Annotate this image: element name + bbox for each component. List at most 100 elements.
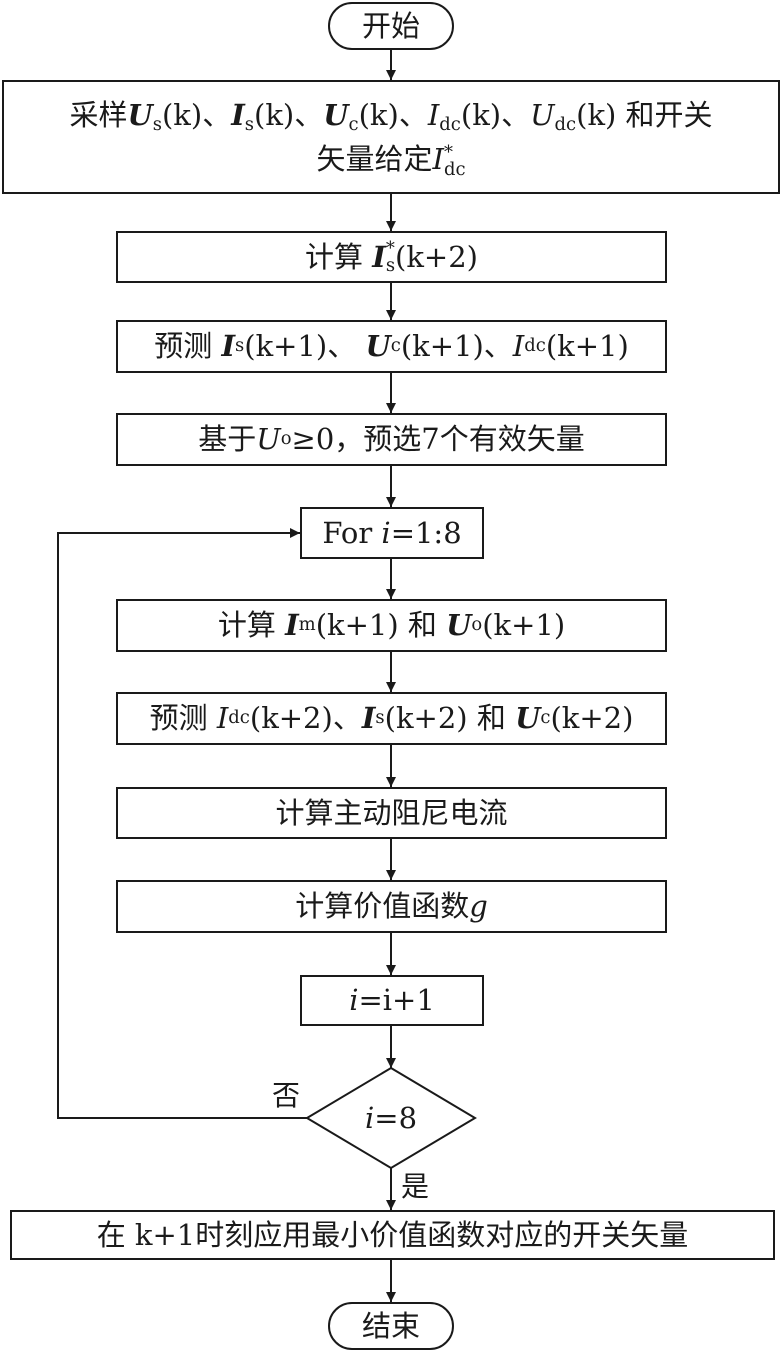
supsub-dc-star: *dc xyxy=(443,142,466,181)
supsub-s-star: *s xyxy=(385,237,395,274)
and-word: 和 xyxy=(407,608,437,643)
arg-k: (k) xyxy=(254,97,295,132)
predict-word: 预测 xyxy=(154,329,213,364)
separator: 、 xyxy=(483,329,513,364)
for-prefix: For xyxy=(322,515,373,550)
decision-diamond xyxy=(305,1066,477,1170)
no-label: 否 xyxy=(272,1079,301,1112)
apply-vector-step: 在 k+1时刻应用最小价值函数对应的开关矢量 xyxy=(10,1210,775,1260)
arg-k-plus-1: (k+1) xyxy=(482,608,566,643)
arg-k: (k) xyxy=(460,97,502,132)
sub-o: o xyxy=(471,614,483,636)
sub-dc: dc xyxy=(554,113,577,135)
var-Im: I xyxy=(285,608,299,643)
var-Is: I xyxy=(221,329,236,364)
separator: 、 xyxy=(294,97,324,132)
preselect-prefix: 基于 xyxy=(198,422,257,457)
decision-expr: =8 xyxy=(374,1101,418,1135)
sub-c: c xyxy=(540,707,551,729)
sub-dc: dc xyxy=(439,113,461,135)
no-branch-label: 否 xyxy=(272,1074,300,1114)
apply-label: 在 k+1时刻应用最小价值函数对应的开关矢量 xyxy=(96,1217,689,1252)
increment-expr: =i+1 xyxy=(358,983,435,1018)
sub-s: s xyxy=(152,113,162,135)
sample-prefix: 采样 xyxy=(69,97,128,132)
sup-star: * xyxy=(443,142,453,164)
var-Uo: U xyxy=(256,422,281,457)
sample-line2: 矢量给定 xyxy=(316,142,433,177)
sub-s: s xyxy=(235,335,245,357)
var-Uc: U xyxy=(515,701,541,736)
sup-star: * xyxy=(385,237,395,259)
separator: 、 xyxy=(332,701,362,736)
sub-dc: dc xyxy=(524,335,546,357)
arg-k-plus-1: (k+1) xyxy=(400,329,484,364)
for-range: =1:8 xyxy=(390,515,462,550)
var-Idc: I xyxy=(216,701,229,736)
var-Is: I xyxy=(361,701,376,736)
var-i: i xyxy=(381,515,391,550)
var-Uc: U xyxy=(323,97,349,132)
sub-c: c xyxy=(348,113,359,135)
yes-branch-label: 是 xyxy=(401,1165,429,1205)
calc-word: 计算 xyxy=(305,239,364,274)
separator: 、 xyxy=(501,97,531,132)
calc-cost-prefix: 计算价值函数 xyxy=(295,889,470,924)
arg-k: (k) xyxy=(358,97,399,132)
var-Is-ref: I xyxy=(372,239,386,274)
calc-damping-label: 计算主动阻尼电流 xyxy=(275,795,508,830)
sub-dc: dc xyxy=(443,159,466,181)
sample-and: 和开关 xyxy=(625,97,713,132)
var-Is: I xyxy=(231,97,245,132)
arg-k-plus-2: (k+2) xyxy=(249,701,333,736)
preselect-condition: ≥0，预选7个有效矢量 xyxy=(291,422,585,457)
arg-k-plus-2: (k+2) xyxy=(384,701,468,736)
and-word: 和 xyxy=(476,701,506,736)
calc-word: 计算 xyxy=(217,608,276,643)
predict-word: 预测 xyxy=(149,701,208,736)
var-Idc-ref: I xyxy=(432,142,444,177)
separator: 、 xyxy=(202,97,232,132)
arg-k-plus-2: (k+2) xyxy=(395,239,478,274)
end-label: 结束 xyxy=(361,1308,420,1343)
decision-label: i=8 xyxy=(307,1068,475,1168)
var-Us: U xyxy=(127,97,153,132)
var-i: i xyxy=(364,1101,375,1135)
var-Uc: U xyxy=(365,329,391,364)
for-loop-step: For i=1:8 xyxy=(300,507,484,559)
sub-c: c xyxy=(390,335,401,357)
end-terminal: 结束 xyxy=(328,1302,454,1350)
var-Udc: U xyxy=(530,97,555,132)
var-g: g xyxy=(469,889,488,924)
arg-k: (k) xyxy=(161,97,203,132)
var-Uo: U xyxy=(446,608,472,643)
calc-ref-current-step: 计算 I*s(k+2) xyxy=(116,231,667,283)
separator: 、 xyxy=(327,329,357,364)
arg-k-plus-1: (k+1) xyxy=(545,329,629,364)
sub-m: m xyxy=(298,614,316,636)
calc-damping-step: 计算主动阻尼电流 xyxy=(116,787,667,839)
sub-dc: dc xyxy=(228,707,250,729)
arg-k-plus-2: (k+2) xyxy=(550,701,634,736)
start-terminal: 开始 xyxy=(328,2,454,50)
loop-back-arrow xyxy=(57,528,307,1119)
var-Idc: I xyxy=(512,329,525,364)
arg-k-plus-1: (k+1) xyxy=(244,329,328,364)
var-i: i xyxy=(349,983,359,1018)
separator: 、 xyxy=(398,97,428,132)
arg-k-plus-1: (k+1) xyxy=(315,608,399,643)
var-Idc: I xyxy=(427,97,440,132)
yes-label: 是 xyxy=(401,1170,430,1203)
arg-k: (k) xyxy=(576,97,617,132)
sub-s: s xyxy=(375,707,385,729)
increment-step: i=i+1 xyxy=(300,975,484,1026)
sub-o: o xyxy=(280,428,292,450)
sub-s: s xyxy=(244,113,255,135)
start-label: 开始 xyxy=(361,8,420,43)
